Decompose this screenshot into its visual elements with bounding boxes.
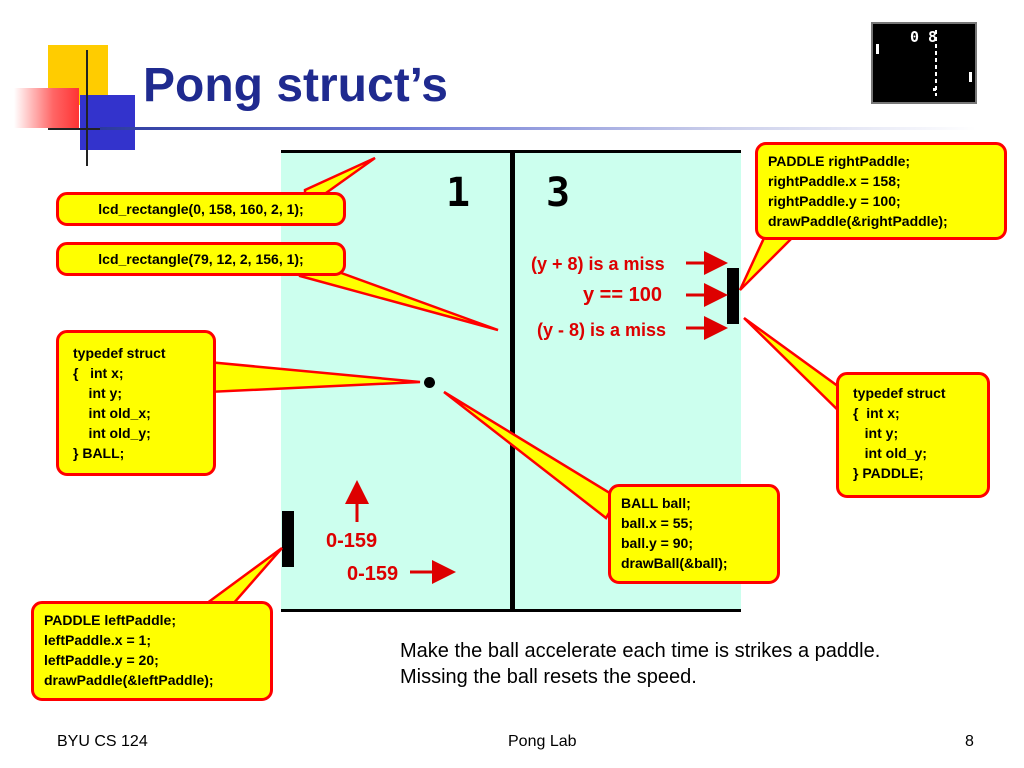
code-line: drawPaddle(&leftPaddle); [44, 672, 214, 688]
right-paddle [727, 268, 739, 324]
pong-screen-icon: 0 8 [876, 28, 972, 96]
thumbnail-score: 0 8 [910, 28, 937, 46]
code-line: PADDLE rightPaddle; [768, 153, 911, 169]
code-line: ball.y = 90; [621, 535, 693, 551]
score-right: 3 [546, 170, 571, 216]
axis-y-range-label: 0-159 [326, 530, 378, 552]
deco-square-red [14, 88, 79, 128]
code-line: int y; [73, 385, 122, 401]
code-line: } BALL; [73, 445, 125, 461]
code-line: rightPaddle.y = 100; [768, 193, 901, 209]
callout-ball-struct: typedef struct { int x; int y; int old_x… [56, 330, 216, 476]
pong-thumbnail-image: 0 8 [871, 22, 977, 104]
code-line: leftPaddle.y = 20; [44, 652, 159, 668]
footer-course: BYU CS 124 [57, 733, 148, 750]
callout-lcd-rectangle-1: lcd_rectangle(0, 158, 160, 2, 1); [56, 192, 346, 226]
axis-x-range-label: 0-159 [347, 563, 399, 585]
pointer-ball-struct [206, 360, 421, 394]
code-line: BALL ball; [621, 495, 691, 511]
ball [424, 377, 435, 388]
callout-paddle-struct: typedef struct { int x; int y; int old_y… [836, 372, 990, 498]
code-line: { int x; [73, 365, 124, 381]
pointer-paddle-struct [743, 316, 848, 421]
callout-lcd-rectangle-2: lcd_rectangle(79, 12, 2, 156, 1); [56, 242, 346, 276]
hit-center-label: y == 100 [583, 284, 662, 306]
miss-bottom-label: (y - 8) is a miss [537, 320, 667, 340]
code-line: leftPaddle.x = 1; [44, 632, 151, 648]
callout-right-paddle: PADDLE rightPaddle; rightPaddle.x = 158;… [755, 142, 1007, 240]
code-line: rightPaddle.x = 158; [768, 173, 901, 189]
score-left: 1 [446, 170, 471, 216]
code-line: int old_y; [73, 425, 151, 441]
left-paddle [282, 511, 294, 567]
code-line: drawPaddle(&rightPaddle); [768, 213, 948, 229]
code-line: typedef struct [73, 345, 166, 361]
deco-line-vertical [86, 50, 88, 166]
description-line: Make the ball accelerate each time is st… [400, 640, 881, 662]
code-line: int old_y; [853, 445, 927, 461]
page-title: Pong struct’s [143, 59, 448, 112]
title-underline [100, 127, 976, 130]
deco-square-blue [80, 95, 135, 150]
code-line: drawBall(&ball); [621, 555, 728, 571]
miss-top-label: (y + 8) is a miss [531, 254, 665, 274]
code-line: int y; [853, 425, 899, 441]
code-line: { int x; [853, 405, 900, 421]
bottom-description: Make the ball accelerate each time is st… [400, 638, 880, 690]
description-line: Missing the ball resets the speed. [400, 666, 697, 688]
footer-lab-name: Pong Lab [508, 733, 577, 750]
code-line: } PADDLE; [853, 465, 924, 481]
court-center-net [510, 150, 515, 612]
footer-page-number: 8 [965, 733, 974, 750]
callout-ball-init: BALL ball; ball.x = 55; ball.y = 90; dra… [608, 484, 780, 584]
code-line: int old_x; [73, 405, 151, 421]
callout-left-paddle: PADDLE leftPaddle; leftPaddle.x = 1; lef… [31, 601, 273, 701]
code-line: PADDLE leftPaddle; [44, 612, 176, 628]
pointer-ball-init [443, 390, 620, 520]
code-line: ball.x = 55; [621, 515, 693, 531]
code-line: typedef struct [853, 385, 946, 401]
deco-line-horizontal [48, 128, 136, 130]
